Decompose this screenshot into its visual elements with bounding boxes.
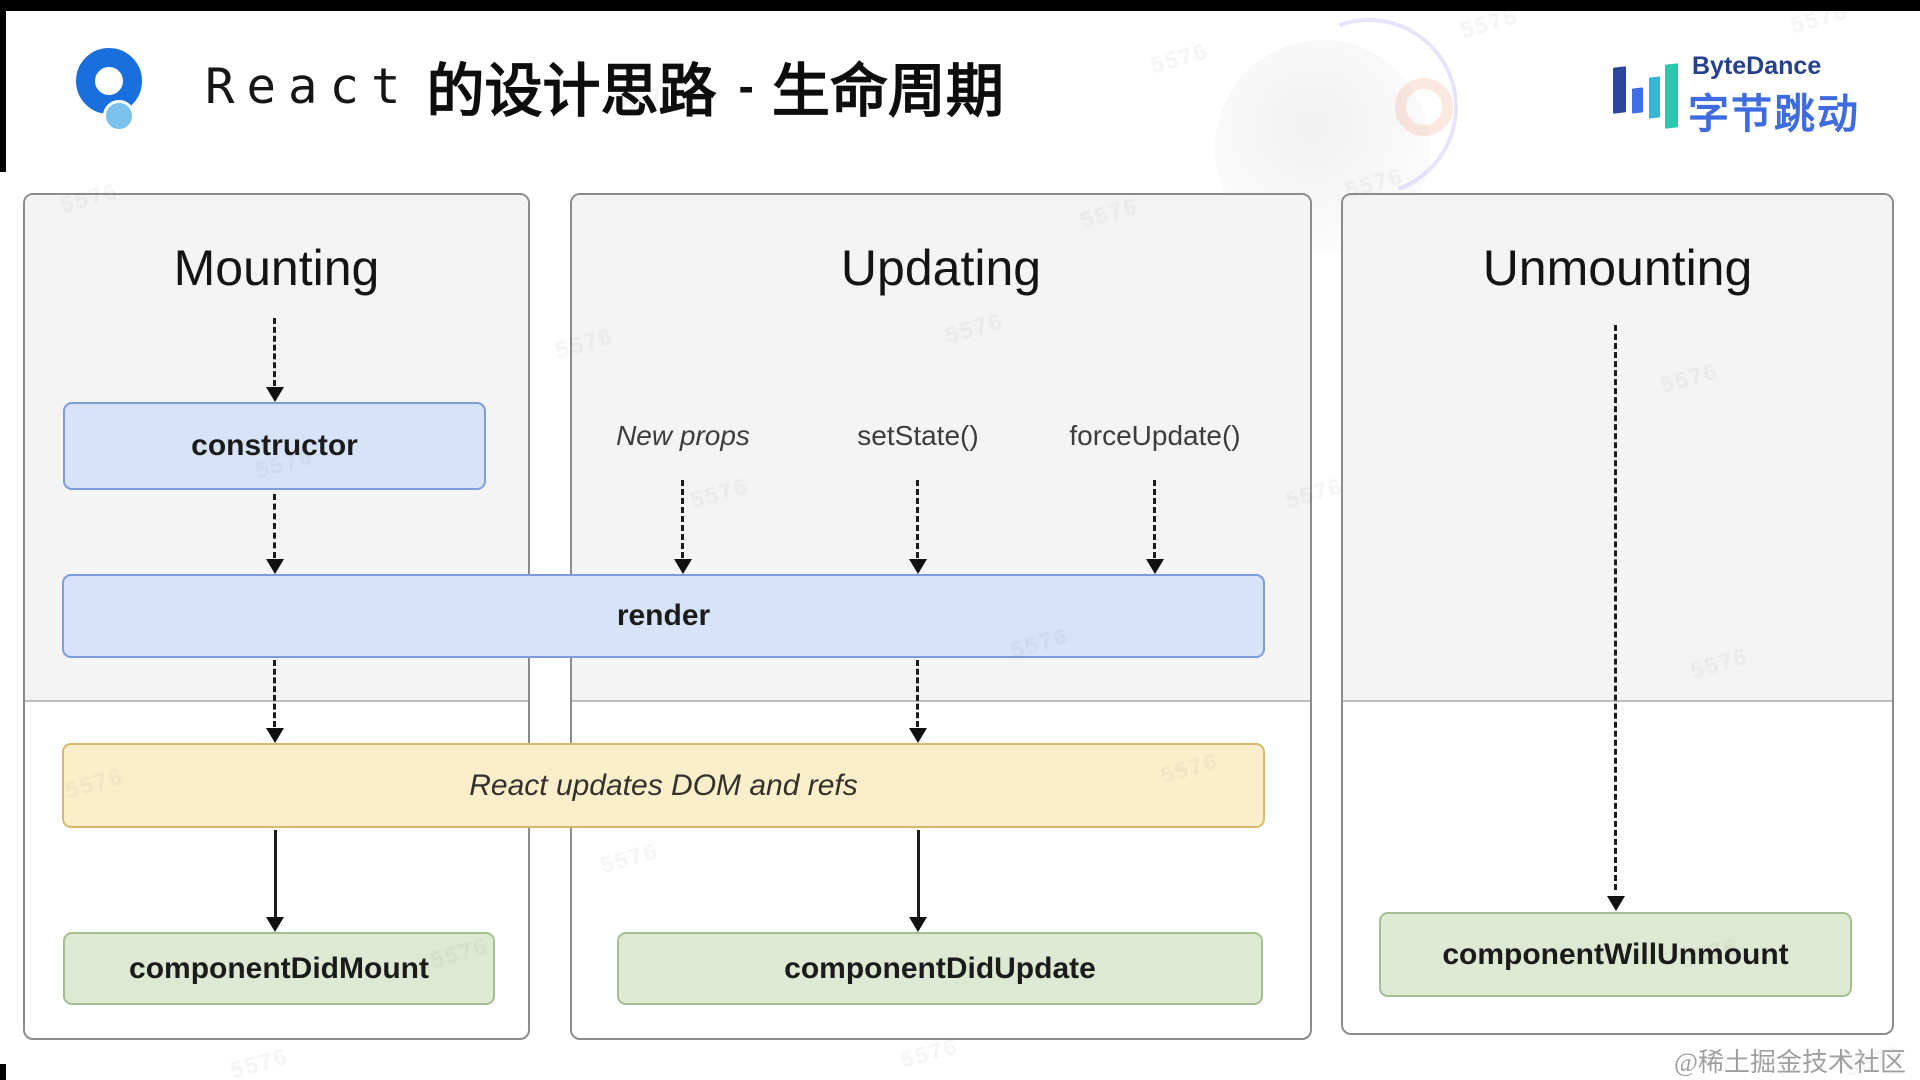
qq-browser-logo-dot-icon: [103, 100, 135, 132]
bytedance-bar-4: [1665, 63, 1678, 129]
title-mid: 的设计思路: [426, 59, 717, 124]
trigger-new-props: New props: [616, 420, 750, 451]
panel-unmounting: Unmounting: [1341, 193, 1894, 1035]
trigger-setstate: setState(): [857, 420, 979, 451]
arrowhead: [266, 387, 284, 402]
bytedance-name-zh: 字节跳动: [1688, 91, 1860, 137]
arrowhead: [266, 917, 284, 932]
panel-mounting-title: Mounting: [173, 240, 380, 296]
arrowhead: [909, 917, 927, 932]
panel-updating-title: Updating: [840, 240, 1042, 296]
component-will-unmount-box: componentWillUnmount: [1379, 912, 1852, 997]
arrowhead: [674, 559, 692, 574]
constructor-box: constructor: [63, 402, 486, 490]
panel-unmounting-title: Unmounting: [1482, 240, 1753, 296]
trigger-forceupdate: forceUpdate(): [1069, 420, 1241, 451]
panel-unmounting-render-phase: Unmounting: [1343, 195, 1892, 702]
header-bg-ring: [1395, 78, 1453, 136]
arrowhead: [266, 559, 284, 574]
arrowhead: [266, 728, 284, 743]
title-react: React: [205, 57, 413, 115]
dashed-arrow-newprops-to-render: [681, 480, 684, 558]
react-updates-dom-box: React updates DOM and refs: [62, 743, 1265, 828]
dashed-arrow-setstate-to-render: [916, 480, 919, 558]
solid-arrow-domupdate-to-didmount: [274, 830, 277, 917]
dashed-arrow-constructor-to-render: [273, 494, 276, 558]
watermark-text: 5576: [1147, 37, 1212, 79]
render-box: render: [62, 574, 1265, 658]
bytedance-bar-1: [1613, 66, 1626, 114]
watermark-text: 5576: [227, 1042, 292, 1080]
bytedance-bar-2: [1632, 87, 1643, 114]
dashed-arrow-mounting-start: [273, 318, 276, 386]
bytedance-name-en: ByteDance: [1692, 52, 1822, 80]
dashed-arrow-forceupdate-to-render: [1153, 480, 1156, 558]
dashed-arrow-render-to-domupdate-mid: [916, 660, 919, 727]
bytedance-bar-3: [1649, 76, 1660, 119]
juejin-credit: @稀土掘金技术社区: [1674, 1048, 1906, 1077]
page-title: React 的设计思路 - 生命周期: [205, 44, 1004, 128]
arrowhead: [1146, 559, 1164, 574]
bottom-left-mark: [0, 1064, 6, 1080]
title-tail: 生命周期: [771, 59, 1004, 124]
arrowhead: [1607, 896, 1625, 911]
dashed-arrow-unmounting: [1614, 325, 1617, 890]
component-did-mount-box: componentDidMount: [63, 932, 495, 1005]
arrowhead: [909, 728, 927, 743]
component-did-update-box: componentDidUpdate: [617, 932, 1263, 1005]
dashed-arrow-render-to-domupdate-left: [273, 660, 276, 727]
title-dash: -: [738, 60, 754, 112]
left-edge-bar: [0, 0, 6, 172]
arrowhead: [909, 559, 927, 574]
top-black-bar: [0, 0, 1920, 11]
solid-arrow-domupdate-to-didupdate: [917, 830, 920, 917]
